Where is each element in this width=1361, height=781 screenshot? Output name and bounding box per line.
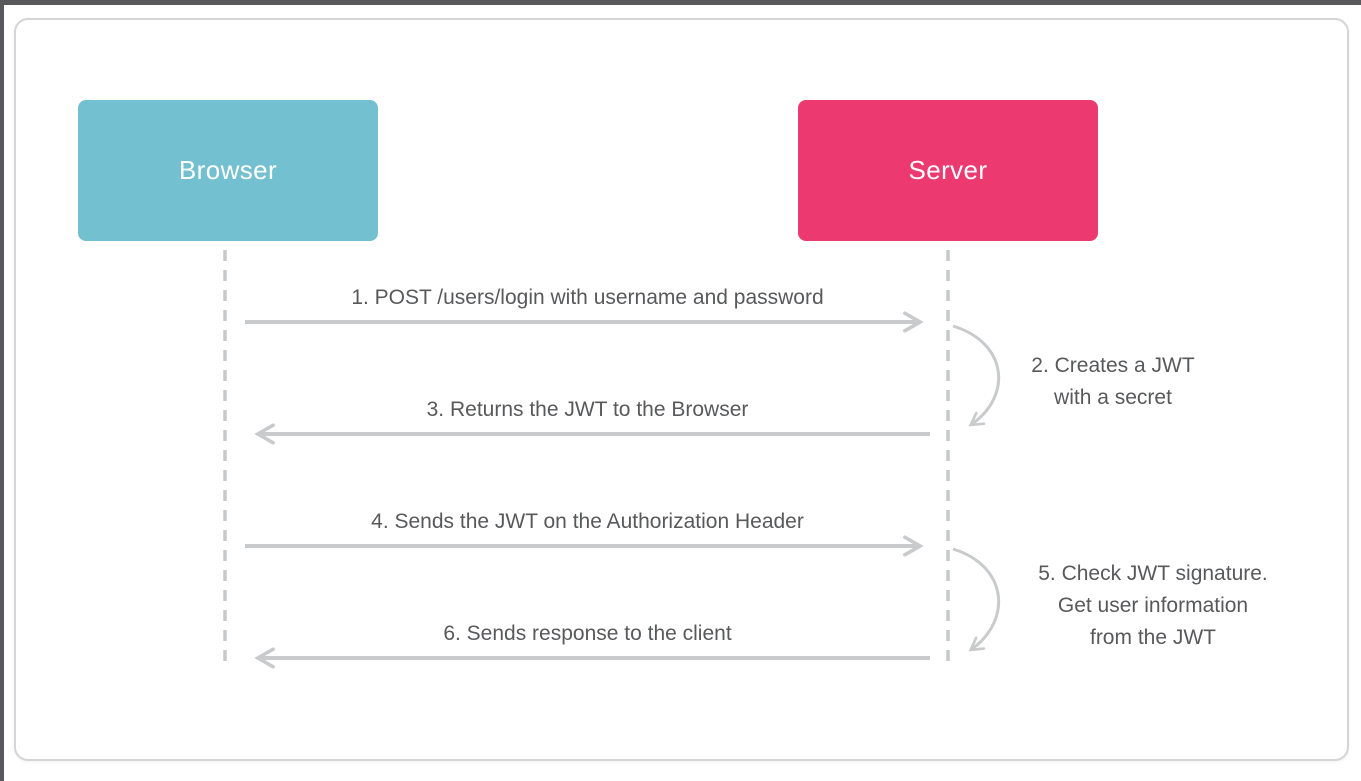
server-selfloop-arrow-5 (952, 547, 1001, 649)
message-label-3: 3. Returns the JWT to the Browser (426, 398, 749, 421)
note-2-line-2: with a secret (1054, 386, 1172, 409)
window-frame-left-edge (0, 0, 4, 781)
message-label-6: 6. Sends response to the client (443, 622, 732, 645)
note-5-line-3: from the JWT (1089, 626, 1216, 649)
server-action-note-2: 2. Creates a JWT with a secret (1013, 350, 1213, 414)
message-label-4: 4. Sends the JWT on the Authorization He… (371, 510, 804, 533)
server-action-note-5: 5. Check JWT signature. Get user informa… (1023, 558, 1283, 654)
actor-browser-box: Browser (78, 100, 378, 241)
note-5-line-2: Get user information (1057, 594, 1249, 617)
actor-browser-label: Browser (178, 155, 278, 185)
note-5-line-1: 5. Check JWT signature. (1038, 562, 1268, 585)
actor-server-label: Server (908, 155, 988, 185)
server-selfloop-arrow-2 (952, 324, 1001, 424)
window-frame-top-edge (0, 0, 1361, 5)
actor-server-box: Server (798, 100, 1098, 241)
message-label-1: 1. POST /users/login with username and p… (351, 286, 824, 309)
note-2-line-1: 2. Creates a JWT (1031, 354, 1195, 377)
